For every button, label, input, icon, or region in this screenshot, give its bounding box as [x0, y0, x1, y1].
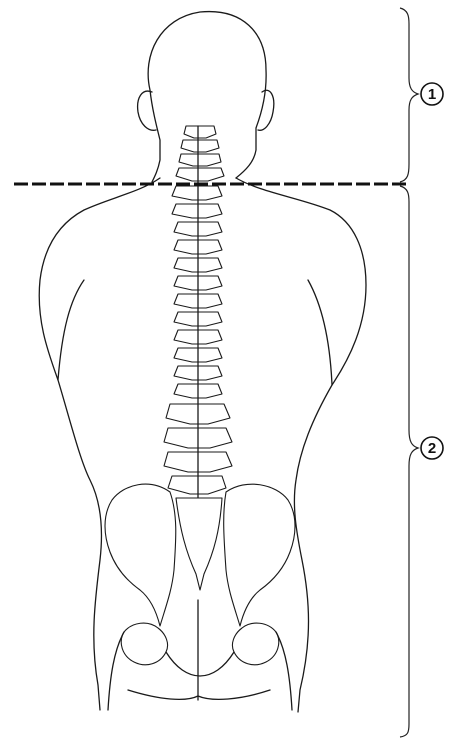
brace-region-2 — [400, 186, 418, 737]
callout-label-1: 1 — [428, 86, 436, 103]
right-ear — [258, 90, 274, 130]
right-hip-bone — [232, 623, 278, 665]
callout-label-2: 2 — [428, 440, 436, 457]
sacrum — [176, 498, 222, 590]
pelvis — [105, 484, 295, 710]
left-arm-line — [58, 280, 84, 380]
pubic-arch — [166, 652, 234, 676]
right-ilium — [224, 484, 295, 626]
gluteal-line — [128, 690, 270, 699]
brace-region-1 — [400, 8, 418, 182]
right-arm-line — [308, 280, 332, 385]
left-hip-bone — [121, 623, 167, 665]
left-ilium — [105, 484, 176, 626]
cervical-vertebrae — [176, 126, 224, 181]
